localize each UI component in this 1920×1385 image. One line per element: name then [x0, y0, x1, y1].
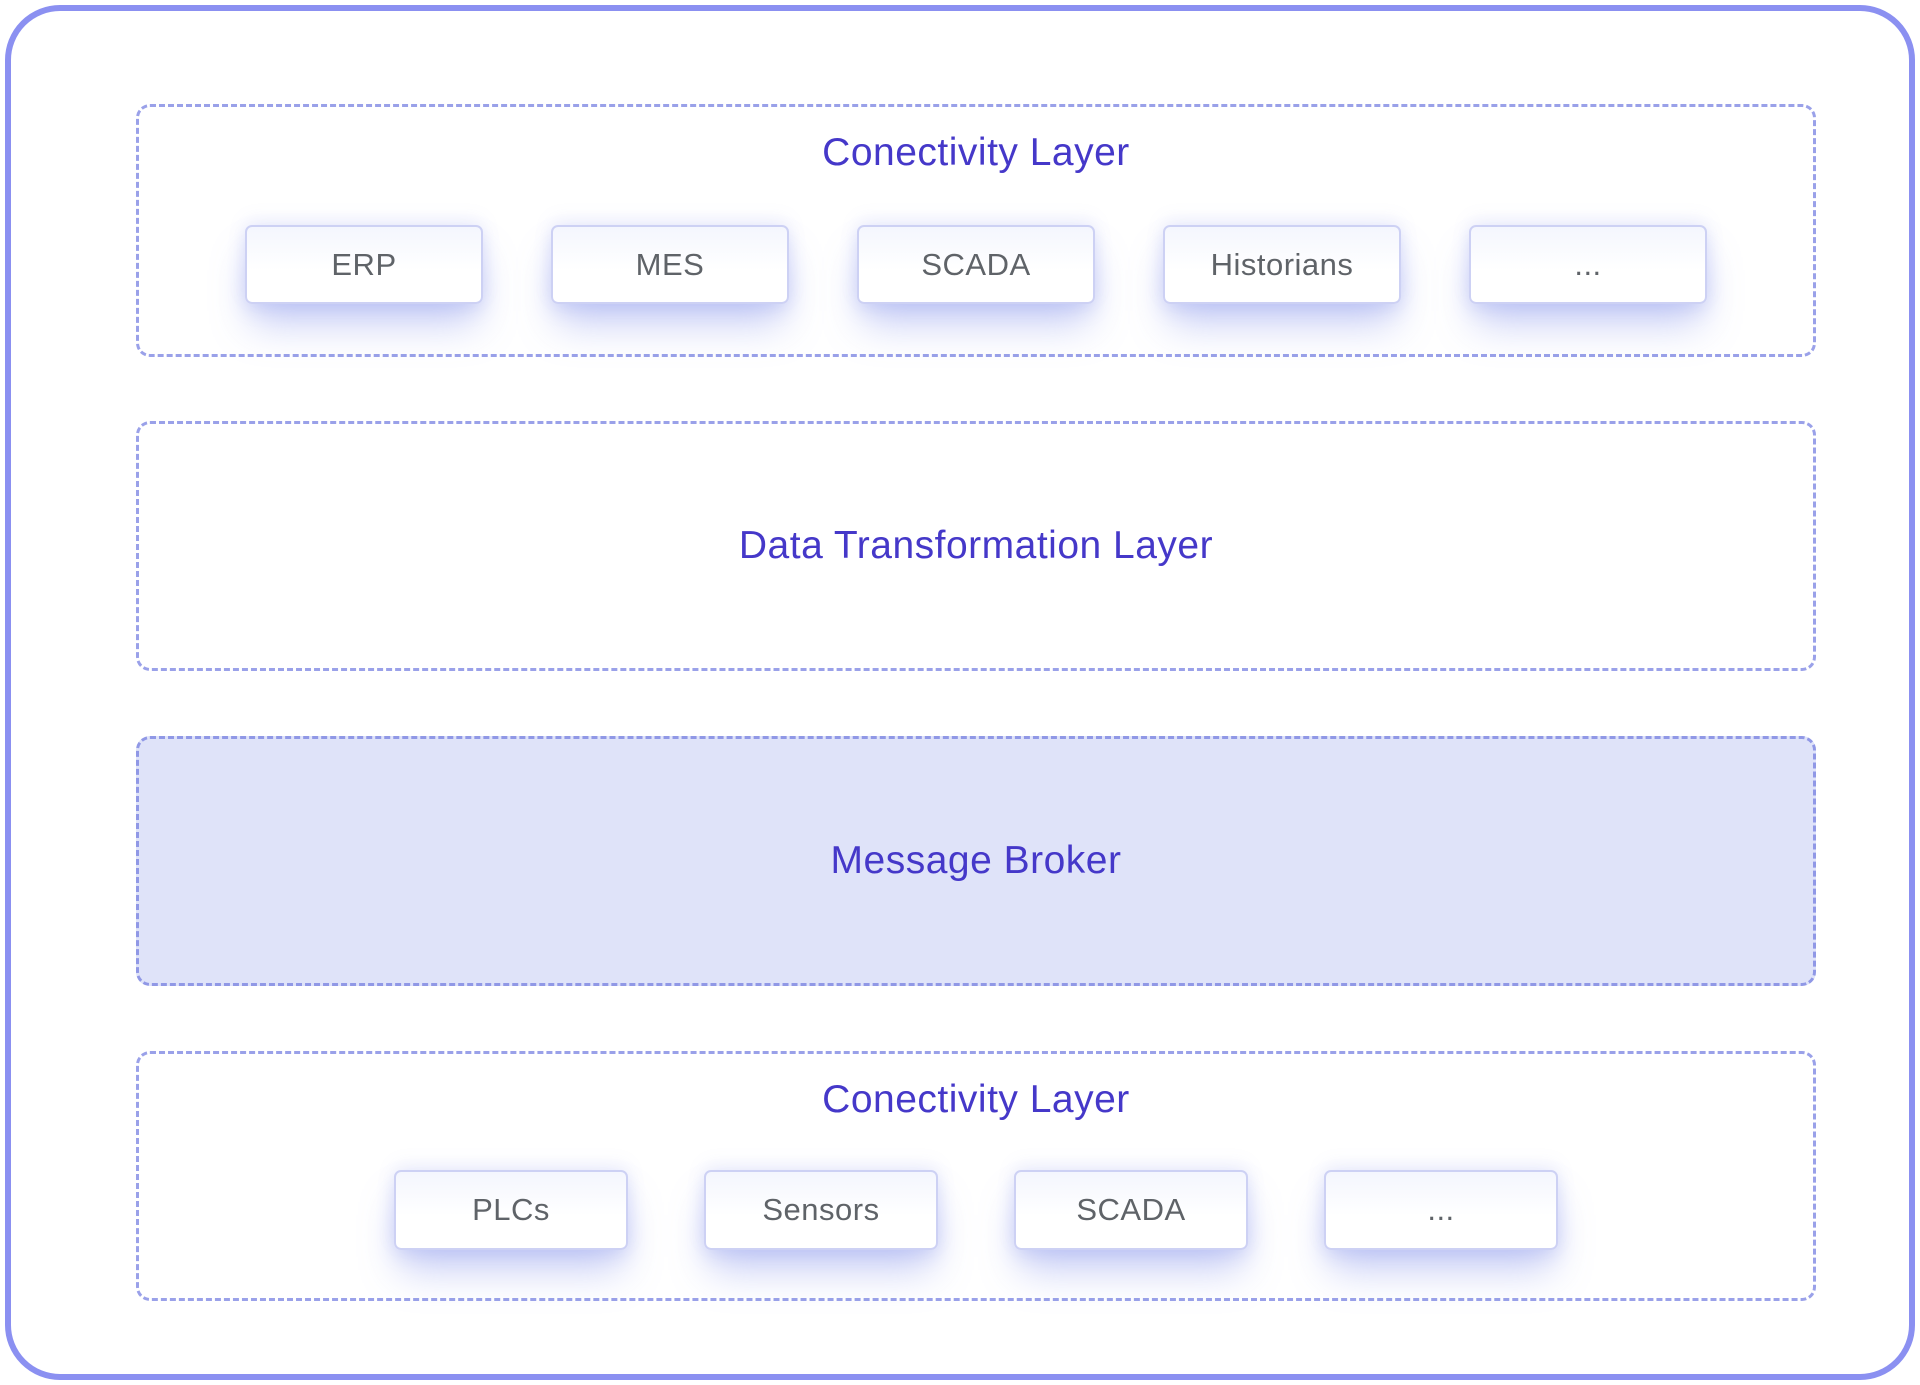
node-box-scada-bottom: SCADA — [1014, 1170, 1248, 1250]
bottom-connectivity-box-row: PLCs Sensors SCADA ... — [139, 1170, 1813, 1250]
node-box-ellipsis-top-label: ... — [1574, 246, 1602, 282]
node-box-erp-label: ERP — [331, 246, 397, 282]
top-connectivity-layer: Conectivity Layer ERP MES SCADA Historia… — [136, 104, 1816, 357]
data-transformation-layer-title: Data Transformation Layer — [738, 524, 1214, 567]
node-box-ellipsis-bottom: ... — [1324, 1170, 1558, 1250]
node-box-scada-bottom-label: SCADA — [1076, 1192, 1186, 1227]
node-box-scada-top: SCADA — [857, 225, 1095, 304]
data-transformation-layer: Data Transformation Layer — [136, 421, 1816, 671]
node-box-scada-top-label: SCADA — [921, 246, 1031, 282]
bottom-connectivity-layer: Conectivity Layer PLCs Sensors SCADA ... — [136, 1051, 1816, 1301]
node-box-plcs-label: PLCs — [472, 1192, 550, 1227]
node-box-sensors: Sensors — [704, 1170, 938, 1250]
message-broker-layer: Message Broker — [136, 736, 1816, 986]
diagram-frame: Conectivity Layer ERP MES SCADA Historia… — [5, 5, 1915, 1380]
node-box-ellipsis-top: ... — [1469, 225, 1707, 304]
node-box-plcs: PLCs — [394, 1170, 628, 1250]
node-box-sensors-label: Sensors — [762, 1192, 880, 1227]
node-box-ellipsis-bottom-label: ... — [1427, 1192, 1455, 1227]
node-box-erp: ERP — [245, 225, 483, 304]
top-connectivity-layer-title: Conectivity Layer — [822, 131, 1130, 174]
node-box-historians: Historians — [1163, 225, 1401, 304]
message-broker-title: Message Broker — [830, 839, 1122, 882]
node-box-historians-label: Historians — [1210, 246, 1354, 282]
bottom-connectivity-layer-title: Conectivity Layer — [822, 1078, 1130, 1121]
node-box-mes-label: MES — [635, 246, 705, 282]
top-connectivity-box-row: ERP MES SCADA Historians ... — [139, 225, 1813, 304]
node-box-mes: MES — [551, 225, 789, 304]
